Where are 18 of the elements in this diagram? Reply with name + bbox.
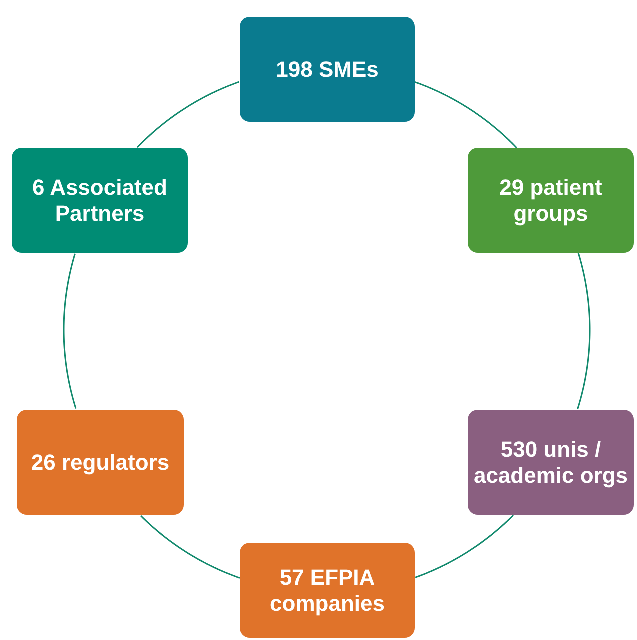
rounded-box <box>240 543 415 638</box>
box-label: 26 regulators <box>31 450 170 476</box>
rounded-box <box>12 148 188 253</box>
box-label: 198 SMEs <box>276 56 379 82</box>
rounded-box <box>240 17 415 122</box>
rounded-box <box>17 410 184 515</box>
box-label: 57 EFPIA companies <box>269 564 386 616</box>
connector-arc <box>414 81 518 148</box>
connector-arc <box>140 515 240 579</box>
rounded-box <box>468 148 634 253</box>
box-label: 29 patient groups <box>498 174 604 226</box>
connector-arc <box>63 254 77 409</box>
rounded-box <box>468 410 634 515</box>
connector-arc <box>136 81 240 148</box>
box-label: 530 unis / academic orgs <box>472 436 630 488</box>
connector-arc <box>577 252 591 410</box>
box-label: 6 Associated Partners <box>32 174 168 226</box>
connector-arc <box>415 514 514 578</box>
